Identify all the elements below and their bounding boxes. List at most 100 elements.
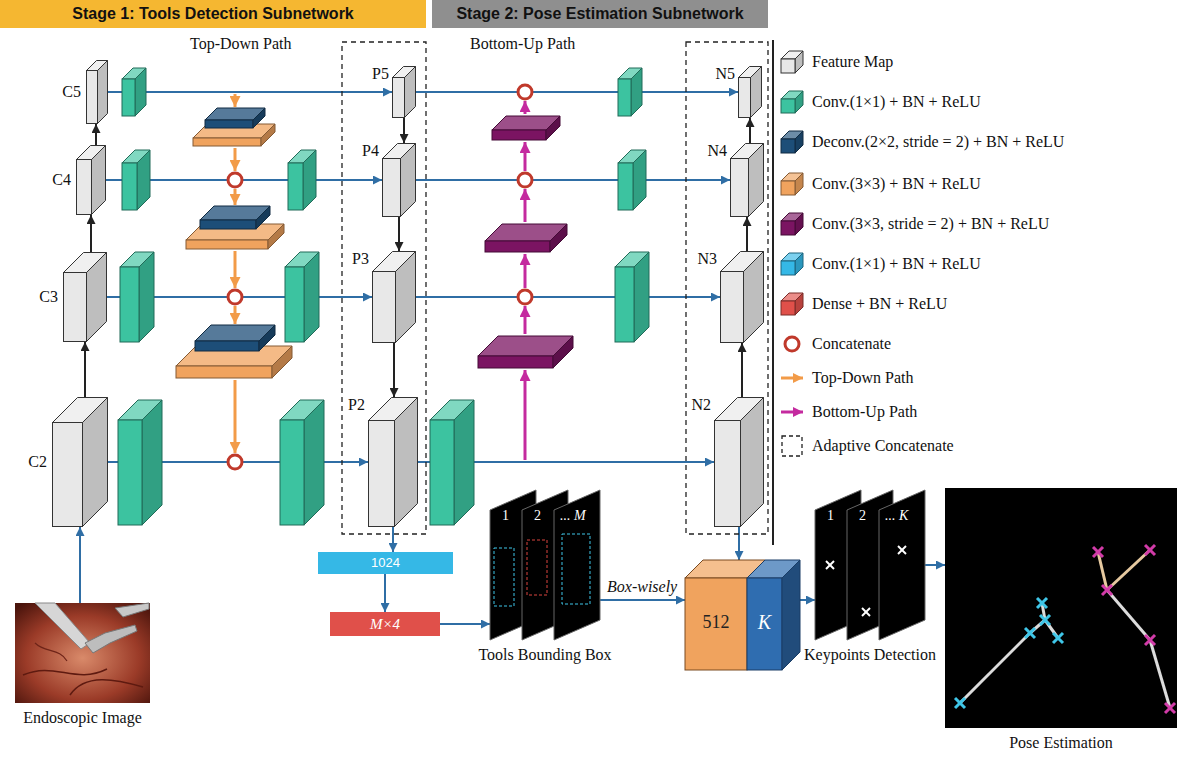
conv1x1-block-side: [304, 252, 319, 342]
node-text: C2: [28, 452, 47, 471]
connector-arrow: [392, 527, 394, 552]
feature-map-cuboid: [731, 144, 764, 217]
dense-output-box: M×4: [330, 612, 440, 636]
conv1x1-block-front: [280, 420, 304, 525]
deconv-block-side: [259, 325, 275, 351]
feature-map-cuboid: [393, 67, 416, 118]
conv1x1-block-side: [139, 252, 154, 342]
conv3x3-stride2-block-side: [553, 336, 573, 368]
pose-estimation-view: Pose Estimation: [945, 488, 1177, 728]
feature-map-cuboid-front: [393, 78, 405, 118]
feature-map-cuboid: [53, 398, 108, 527]
legend-cuboid: [781, 213, 803, 235]
feature-map-cuboid-side: [396, 252, 416, 343]
legend-text: Bottom-Up Path: [812, 402, 917, 421]
conv1x1-block: [120, 252, 154, 342]
feature-map-cuboid-front: [64, 273, 87, 342]
node-text: ... M: [560, 508, 586, 525]
deconv-block-front: [205, 120, 253, 128]
node-text: C4: [52, 170, 71, 189]
connector-arrow: [398, 217, 400, 251]
conv1x1-block: [618, 68, 642, 116]
path-arrow: [524, 101, 527, 114]
conv1x1-block-side: [454, 400, 474, 525]
feature-map-cuboid-side: [87, 253, 107, 342]
legend-swatch: [780, 90, 806, 116]
node-text: Pose Estimation: [1009, 733, 1113, 752]
concatenate-ring: [228, 290, 242, 304]
conv3x3-block-front: [176, 366, 272, 378]
connector-arrow: [440, 623, 490, 625]
adaptive-concatenate-box: [686, 42, 768, 534]
keypoint-mark: [1093, 547, 1103, 557]
node-text: 2: [534, 508, 541, 525]
legend-cuboid-front: [781, 139, 795, 153]
feature-map-shape: [52, 397, 108, 527]
legend-swatch: [780, 292, 806, 318]
connector-arrow: [738, 527, 740, 560]
conv1x1-block-side: [135, 68, 146, 116]
feature-map-shape: [76, 145, 106, 215]
conv1x1-block: [118, 400, 162, 525]
legend-swatch: [780, 332, 806, 358]
keypoint-mark: [862, 608, 870, 616]
feature-map-shape: [720, 251, 764, 343]
conv1x1-block-side: [303, 150, 316, 210]
legend-arrow: [781, 411, 803, 414]
node-text: P4: [362, 141, 379, 160]
conv1x1-block: [615, 252, 649, 342]
surgical-tool: [115, 603, 149, 617]
path-arrow: [234, 306, 237, 324]
node-text: Keypoints Detection: [804, 645, 936, 664]
legend-cuboid: [781, 293, 803, 315]
conv1x1-block-side: [633, 150, 646, 210]
legend-cuboid: [781, 253, 803, 275]
conv1x1-block-front: [288, 163, 303, 210]
connector-arrow: [925, 564, 945, 566]
connector-arrow: [741, 343, 743, 397]
feature-map-shape: [86, 60, 108, 124]
legend-ring: [785, 337, 799, 351]
feature-map-cuboid: [721, 252, 764, 343]
legend-cuboid: [781, 91, 803, 113]
block-front: [747, 578, 782, 670]
legend-text: Deconv.(2×2, stride = 2) + BN + ReLU: [812, 132, 1064, 151]
feature-map-cuboid: [373, 252, 416, 343]
feature-map-cuboid-side: [395, 398, 418, 527]
connector-arrow: [95, 124, 97, 145]
path-arrow: [524, 370, 527, 460]
feature-map: N5: [738, 66, 762, 118]
deconv-block: [205, 108, 265, 128]
keypoint-mark: [1040, 615, 1050, 625]
feature-map-cuboid-side: [405, 67, 416, 118]
deconv-block-front: [195, 341, 259, 351]
legend-arrow: [781, 377, 803, 380]
feature-map-cuboid-side: [98, 61, 108, 124]
conv3x3-stride2-block: [485, 224, 567, 252]
feature-map: P3: [372, 251, 416, 343]
feature-map-cuboid-front: [369, 421, 395, 527]
adaptive-concatenate-box: [342, 42, 426, 534]
keypoint-mark: [1102, 585, 1112, 595]
feature-map-cuboid: [87, 61, 108, 124]
concatenate-ring: [518, 173, 532, 187]
conv1x1-block-front: [618, 79, 631, 116]
conv3x3-stride2-block-side: [546, 116, 560, 140]
deconv-block-front: [200, 220, 256, 229]
node-text: ... K: [885, 508, 908, 525]
conv3x3-stride2-block: [492, 116, 560, 140]
legend-cuboid-side: [795, 213, 803, 235]
keypoint-mark: [826, 561, 834, 569]
conv3x3-stride2-block: [478, 336, 573, 368]
keypoint-mark: [898, 546, 906, 554]
conv1x1-block-front: [118, 420, 142, 525]
node-text: 2: [859, 508, 866, 525]
keypoint-mark: [1102, 585, 1112, 595]
node-text: K: [747, 610, 782, 634]
node-text: Endoscopic Image: [23, 708, 142, 727]
keypoint-mark: [1037, 598, 1047, 608]
connector-arrow: [79, 527, 81, 603]
conv1x1-block-side: [142, 400, 162, 525]
feature-map: P4: [382, 143, 416, 217]
feature-map-cuboid-front: [87, 71, 98, 124]
